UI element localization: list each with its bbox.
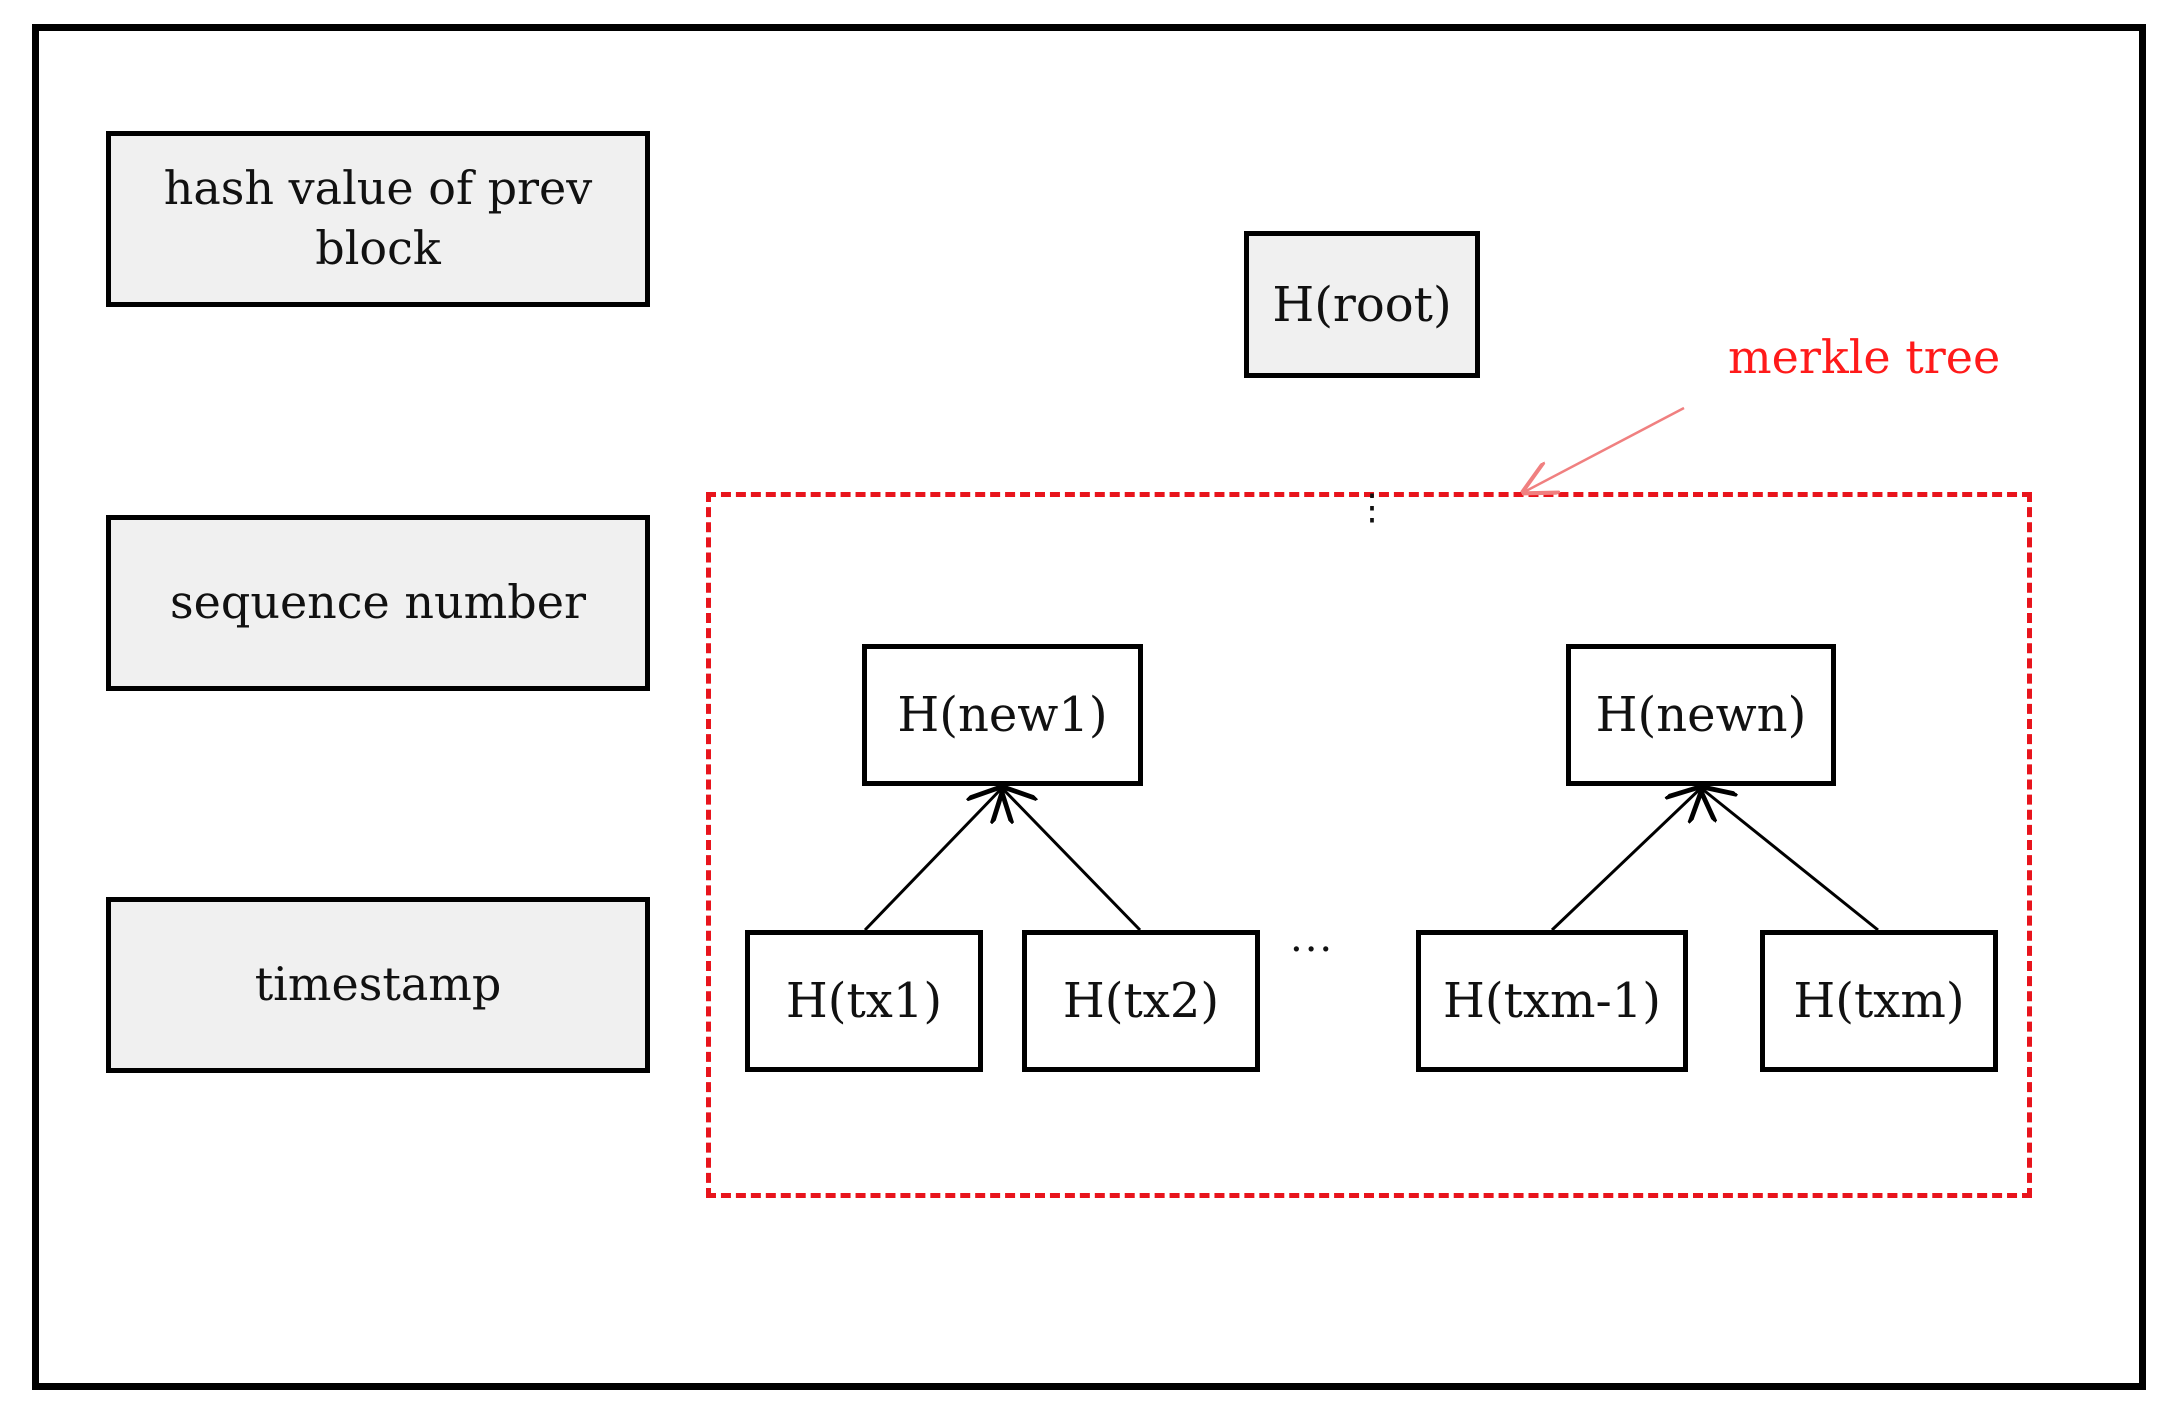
root-hash-node: H(root) (1244, 231, 1480, 378)
merkle-tree-region (706, 492, 2032, 1198)
leaf-node-txm: H(txm) (1760, 930, 1998, 1072)
horizontal-ellipsis: ... (1290, 915, 1335, 961)
intermediate-node-newn: H(newn) (1566, 644, 1836, 786)
leaf-node-label: H(tx2) (1062, 973, 1220, 1029)
timestamp-field: timestamp (106, 897, 650, 1073)
intermediate-node-label: H(new1) (897, 687, 1108, 743)
intermediate-node-label: H(newn) (1595, 687, 1807, 743)
vertical-ellipsis: ⋮ (1354, 487, 1392, 528)
leaf-node-tx1: H(tx1) (745, 930, 983, 1072)
sequence-number-field: sequence number (106, 515, 650, 691)
leaf-node-txm-1: H(txm-1) (1416, 930, 1688, 1072)
block-frame (32, 24, 2146, 1390)
leaf-node-tx2: H(tx2) (1022, 930, 1260, 1072)
prev-hash-label: hash value of prev block (163, 161, 593, 275)
leaf-node-label: H(tx1) (785, 973, 943, 1029)
prev-hash-field: hash value of prev block (106, 131, 650, 307)
leaf-node-label: H(txm-1) (1443, 973, 1661, 1029)
sequence-number-label: sequence number (170, 575, 586, 630)
leaf-node-label: H(txm) (1793, 973, 1965, 1029)
intermediate-node-new1: H(new1) (862, 644, 1143, 786)
timestamp-label: timestamp (254, 957, 502, 1012)
root-hash-label: H(root) (1272, 276, 1452, 333)
merkle-tree-label: merkle tree (1728, 330, 2001, 384)
